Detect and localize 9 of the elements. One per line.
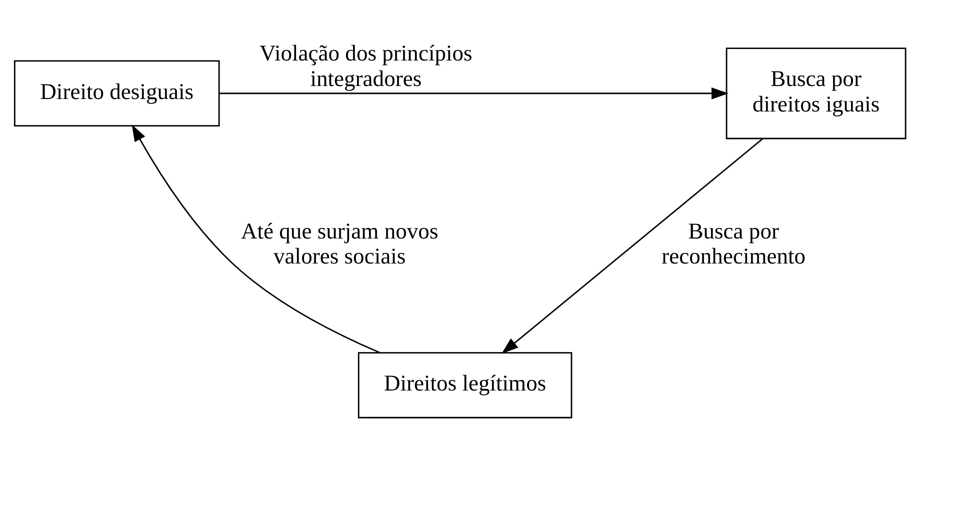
edge-label: Violação dos princípios integradores bbox=[260, 40, 472, 92]
node-box: Busca por direitos iguais bbox=[726, 48, 906, 140]
arrow bbox=[219, 87, 728, 100]
arrow bbox=[132, 124, 380, 354]
edge-label: Até que surjam novos valores sociais bbox=[240, 218, 438, 269]
edge-label: Busca por reconhecimento bbox=[662, 218, 806, 269]
node-box: Direito desiguais bbox=[14, 60, 220, 127]
node-box: Direitos legítimos bbox=[358, 352, 572, 418]
arrow bbox=[502, 138, 764, 354]
